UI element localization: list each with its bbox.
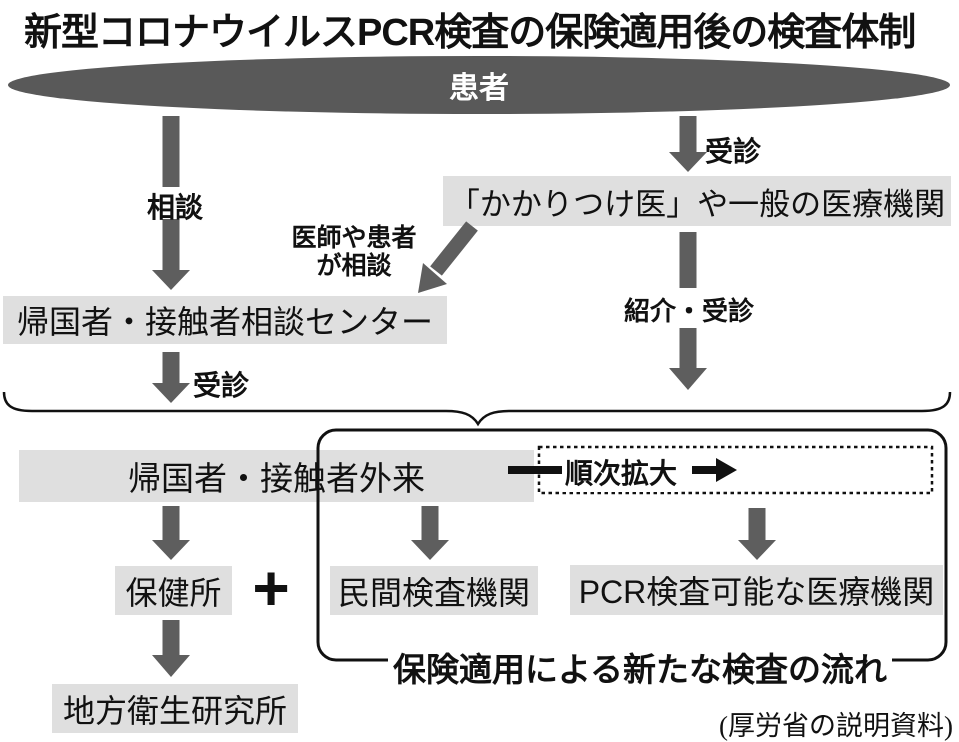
arrow-consult-shaft-top (162, 116, 180, 187)
node-private-lab-label: 民間検査機関 (337, 574, 530, 611)
arrow-health-center-to-institute-icon (152, 620, 190, 677)
label-referral-visit: 紹介・受診 (623, 296, 754, 326)
node-family-doctor: 「かかりつけ医」や一般の医療機関 (443, 176, 951, 226)
label-expand: 順次拡大 (562, 452, 681, 492)
node-consult-center: 帰国者・接触者相談センター (3, 296, 447, 344)
arrow-expand-to-pcr-icon (738, 508, 776, 560)
node-outpatient-label: 帰国者・接触者外来 (128, 460, 425, 497)
patient-ellipse: 患者 (8, 56, 950, 114)
node-consult-center-label: 帰国者・接触者相談センター (16, 304, 433, 340)
node-outpatient: 帰国者・接触者外来 (19, 450, 534, 502)
node-local-institute: 地方衛生研究所 (52, 684, 298, 733)
label-doctor-consult: 医師や患者 が相談 (280, 224, 428, 280)
arrow-referral-shaft-top (679, 232, 697, 288)
node-health-center-label: 保健所 (125, 574, 222, 611)
arrow-outpatient-to-private-lab-icon (411, 506, 449, 560)
node-family-doctor-label: 「かかりつけ医」や一般の医療機関 (448, 186, 946, 222)
node-health-center: 保健所 (115, 566, 232, 615)
node-pcr-capable: PCR検査可能な医療機関 (570, 565, 943, 615)
page-title: 新型コロナウイルスPCR検査の保険適用後の検査体制 (24, 12, 916, 54)
label-new-flow: 保険適用による新たな検査の流れ (388, 643, 893, 691)
plus-sign: + (252, 552, 290, 624)
patient-label: 患者 (449, 72, 509, 105)
label-visit-right: 受診 (705, 136, 762, 167)
label-consult: 相談 (146, 192, 203, 223)
node-private-lab: 民間検査機関 (330, 566, 538, 615)
label-doctor-consult-line1: 医師や患者 (291, 224, 417, 252)
brace (2, 391, 952, 427)
node-pcr-capable-label: PCR検査可能な医療機関 (578, 574, 935, 610)
arrow-visit-down-icon (669, 116, 707, 172)
arrow-consult-down-icon (152, 219, 190, 290)
node-local-institute-label: 地方衛生研究所 (62, 692, 287, 729)
label-doctor-consult-line2: が相談 (316, 252, 392, 280)
arrow-referral-down-icon (669, 328, 707, 390)
arrow-visit-left-down-icon (152, 352, 190, 403)
label-visit-left: 受診 (193, 370, 250, 401)
arrow-outpatient-to-health-center-icon (152, 506, 190, 560)
source-credit: (厚労省の説明資料) (719, 711, 953, 741)
